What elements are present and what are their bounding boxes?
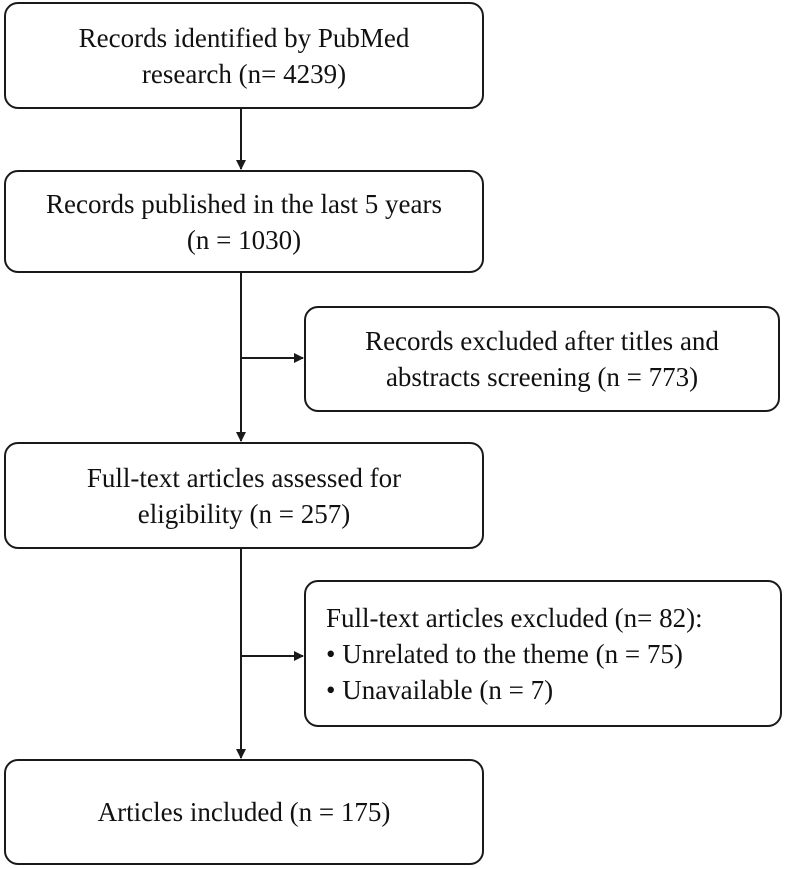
articles-included-box: Articles included (n = 175) [4, 759, 484, 865]
full-text-excluded-reason-unavailable: • Unavailable (n = 7) [326, 674, 554, 705]
full-text-excluded-reason-unrelated: • Unrelated to the theme (n = 75) [326, 638, 683, 669]
full-text-assessed-line-1: Full-text articles assessed for [86, 462, 402, 493]
records-identified-line-2: research (n= 4239) [141, 58, 347, 89]
full-text-assessed-box: Full-text articles assessed for eligibil… [4, 442, 484, 549]
records-identified-box: Records identified by PubMed research (n… [4, 2, 484, 109]
records-excluded-screening-line-1: Records excluded after titles and [365, 326, 719, 356]
full-text-excluded-heading: Full-text articles excluded (n= 82): [326, 602, 703, 633]
full-text-excluded-box: Full-text articles excluded (n= 82): • U… [304, 580, 782, 727]
records-last-five-years-box: Records published in the last 5 years (n… [4, 170, 484, 273]
records-identified-line-1: Records identified by PubMed [78, 22, 410, 53]
full-text-assessed-line-2: eligibility (n = 257) [137, 498, 351, 529]
records-last-five-years-line-2: (n = 1030) [186, 224, 302, 255]
records-last-five-years-line-1: Records published in the last 5 years [46, 188, 442, 219]
records-excluded-screening-line-2: abstracts screening (n = 773) [385, 362, 699, 392]
records-excluded-screening-box: Records excluded after titles and abstra… [304, 306, 780, 412]
articles-included-line-1: Articles included (n = 175) [97, 797, 391, 827]
